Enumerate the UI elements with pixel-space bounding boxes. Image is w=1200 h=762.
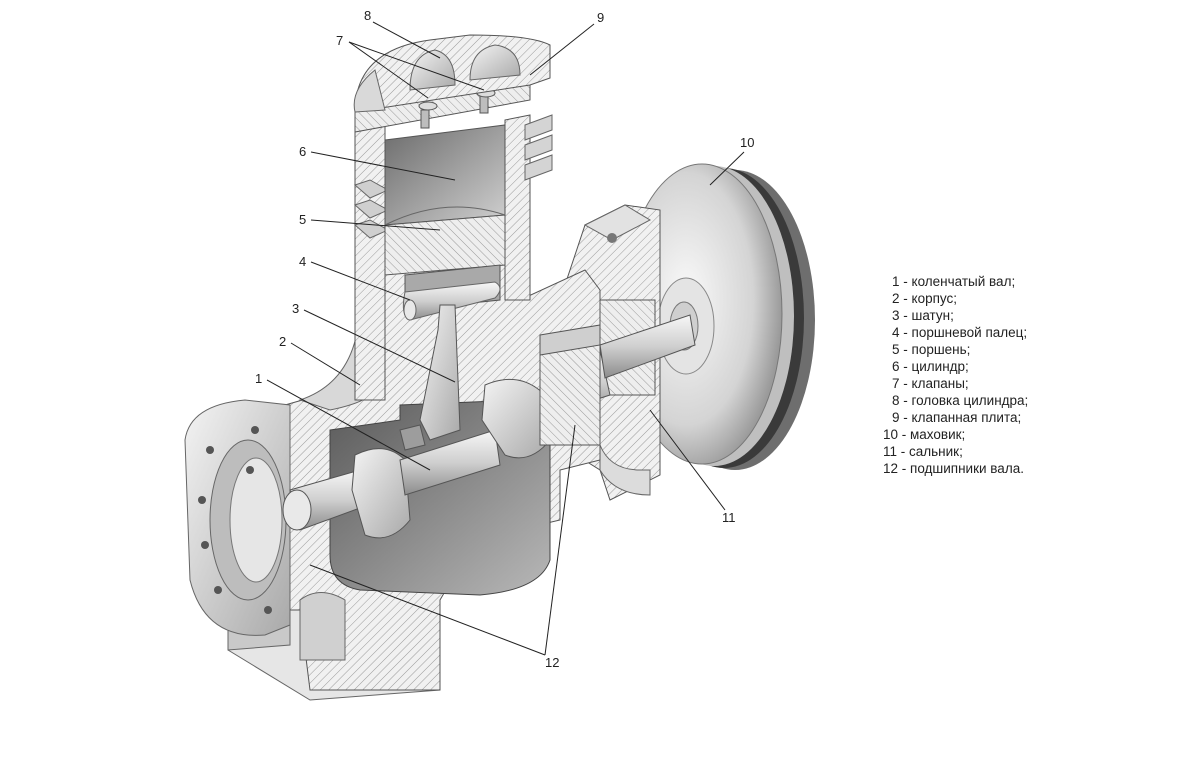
callout-7: 7: [336, 33, 343, 48]
callout-1: 1: [255, 371, 262, 386]
connecting-rod: [399, 304, 461, 451]
cylinder-tower: [353, 34, 553, 401]
callout-6: 6: [299, 144, 306, 159]
legend-item: 10 - маховик;: [883, 427, 965, 442]
legend-item: 8 - головка цилиндра;: [892, 393, 1028, 408]
callout-11: 11: [722, 510, 736, 525]
legend-item: 12 - подшипники вала.: [883, 461, 1024, 476]
legend-item: 2 - корпус;: [892, 291, 957, 306]
callout-numbers: 8 9 7 6 5 4 3 2 1 10 11 12: [255, 8, 754, 670]
legend-item: 3 - шатун;: [892, 308, 954, 323]
legend-item: 1 - коленчатый вал;: [892, 274, 1015, 289]
leader-lines: [266, 21, 745, 656]
callout-2: 2: [279, 334, 286, 349]
legend-item: 7 - клапаны;: [892, 376, 969, 391]
crankshaft: [282, 314, 696, 539]
callout-12: 12: [545, 655, 559, 670]
legend-item: 5 - поршень;: [892, 342, 970, 357]
legend-item: 9 - клапанная плита;: [892, 410, 1021, 425]
callout-4: 4: [299, 254, 306, 269]
callout-5: 5: [299, 212, 306, 227]
legend-item: 11 - сальник;: [883, 444, 963, 459]
legend-item: 4 - поршневой палец;: [892, 325, 1027, 340]
legend: 1 - коленчатый вал; 2 - корпус; 3 - шату…: [883, 274, 1028, 476]
legend-item: 6 - цилиндр;: [892, 359, 969, 374]
callout-9: 9: [597, 10, 604, 25]
callout-10: 10: [740, 135, 754, 150]
callout-3: 3: [292, 301, 299, 316]
callout-8: 8: [364, 8, 371, 23]
